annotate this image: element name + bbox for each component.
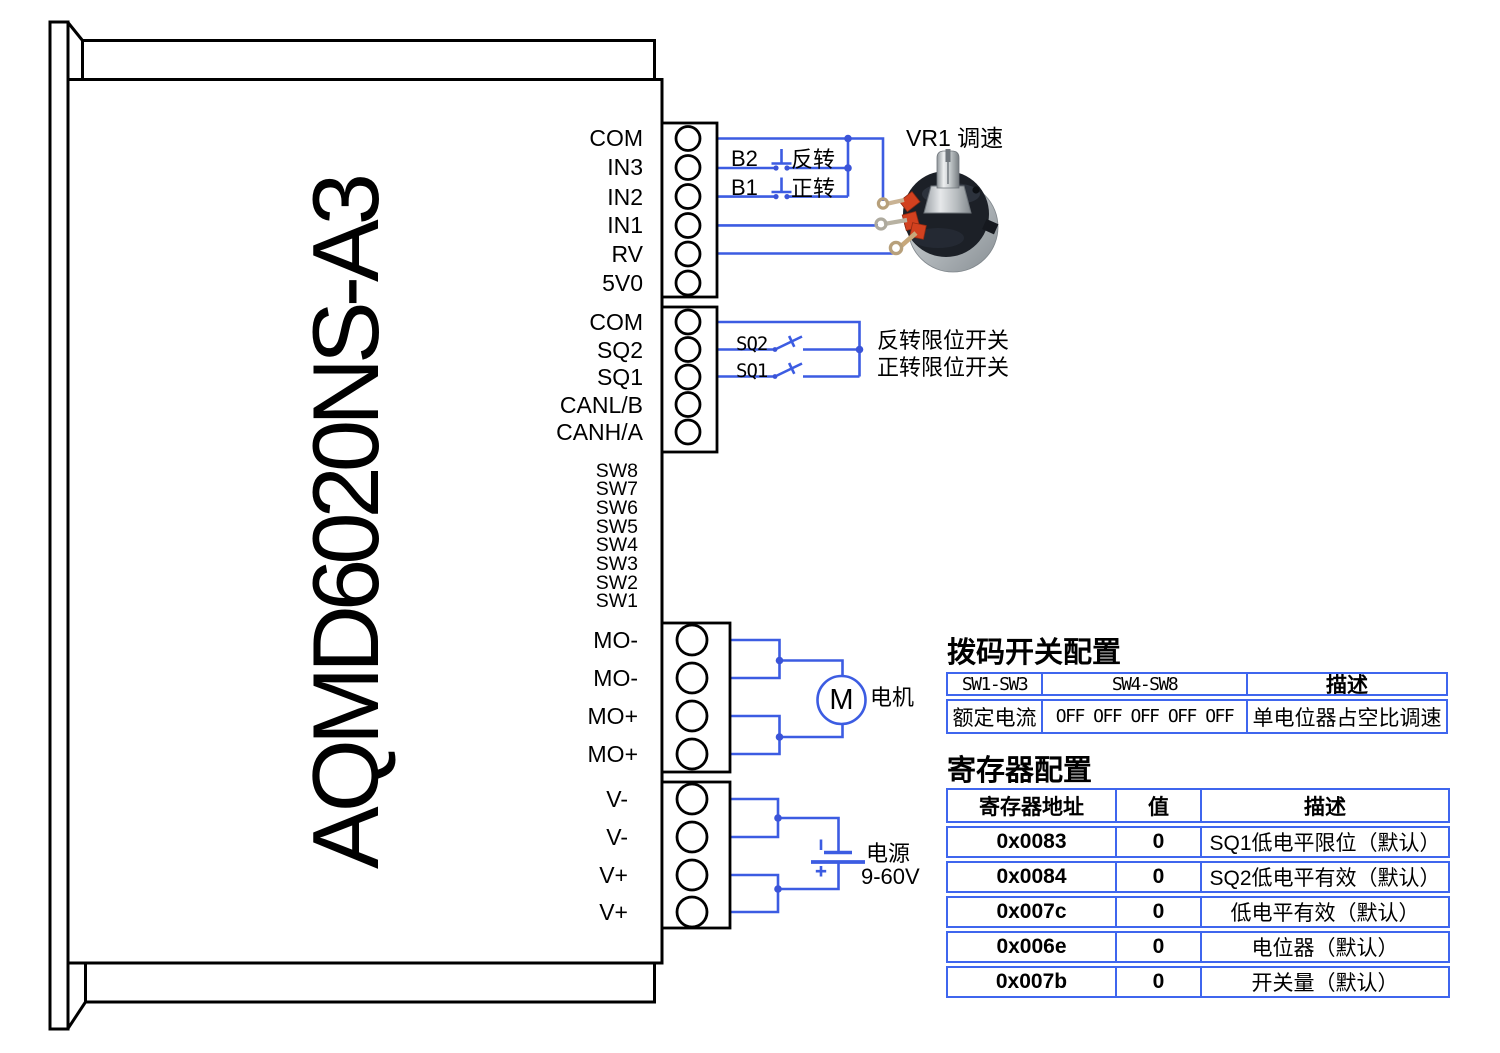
power-range-label: 9-60V xyxy=(861,864,920,889)
table-header-cell: SW1-SW3 xyxy=(948,674,1043,694)
pin-label-com2: COM xyxy=(589,309,643,335)
pin-label-sw3: SW3 xyxy=(595,553,638,576)
pin-label-mo-plus-2: MO+ xyxy=(587,741,638,767)
button-b1-label: B1 xyxy=(731,174,758,200)
table-cell: SQ1低电平限位（默认） xyxy=(1209,832,1441,855)
device-body xyxy=(66,78,664,965)
motor-symbol: M xyxy=(829,684,854,716)
battery-plus-icon xyxy=(815,866,827,877)
pin-label-mo-minus-2: MO- xyxy=(593,665,638,691)
pin-label-mo-plus-1: MO+ xyxy=(587,703,638,729)
table-row: 0x007c 0 低电平有效（默认） xyxy=(946,896,1450,928)
table-header-cell: 描述 xyxy=(1326,674,1368,694)
pin-label-sw1: SW1 xyxy=(595,590,638,613)
table-cell: 低电平有效（默认） xyxy=(1230,902,1420,925)
pin-label-sq2: SQ2 xyxy=(596,336,643,363)
reverse-limit-label: 反转限位开关 xyxy=(877,328,1010,353)
dip-switch-pin-labels: SW8 SW7 SW6 SW5 SW4 SW3 SW2 SW1 xyxy=(595,459,638,613)
switch-sq2-label: SQ2 xyxy=(736,333,768,355)
pin-label-sw4: SW4 xyxy=(595,534,638,557)
pin-label-sw2: SW2 xyxy=(595,571,638,594)
pin-label-sw6: SW6 xyxy=(595,496,638,519)
limit-switch-sq2-icon xyxy=(774,335,803,351)
pin-label-in1: IN1 xyxy=(607,212,643,239)
table-row: 0x006e 0 电位器（默认） xyxy=(946,931,1450,963)
pin-label-sq1: SQ1 xyxy=(596,364,643,390)
dip-table-title: 拨码开关配置 xyxy=(947,637,1122,669)
forward-label: 正转 xyxy=(791,175,836,201)
table-header-cell: SW4-SW8 xyxy=(1043,674,1248,694)
pin-label-canlb: CANL/B xyxy=(559,391,643,418)
device-outline xyxy=(48,20,664,1031)
pushbutton-b1-icon xyxy=(771,177,792,194)
limit-switch-sq1-icon xyxy=(774,362,803,378)
pin-label-mo-minus-1: MO- xyxy=(593,627,638,653)
pin-label-canha: CANH/A xyxy=(556,419,643,445)
table-row: 0x0084 0 SQ2低电平有效（默认） xyxy=(946,861,1450,893)
pin-label-5v0: 5V0 xyxy=(602,270,643,296)
table-cell: 0 xyxy=(1117,933,1202,961)
pin-label-in2: IN2 xyxy=(607,183,643,210)
table-cell: 电位器（默认） xyxy=(1251,937,1399,960)
device-bottom-flange xyxy=(84,961,656,1004)
pin-label-sw7: SW7 xyxy=(595,478,638,501)
device-top-flange xyxy=(81,39,656,81)
pin-label-rv: RV xyxy=(611,241,643,267)
table-cell: 0x0084 xyxy=(948,863,1117,891)
table-cell: OFF OFF OFF OFF OFF xyxy=(1043,701,1248,732)
table-cell: 0x007b xyxy=(948,968,1117,996)
register-table-title: 寄存器配置 xyxy=(947,755,1093,787)
potentiometer-photo xyxy=(874,149,999,273)
pin-label-v-plus-1: V+ xyxy=(599,862,628,888)
table-row: 0x0083 0 SQ1低电平限位（默认） xyxy=(946,826,1450,858)
table-cell: SQ2低电平有效（默认） xyxy=(1209,867,1441,890)
table-cell: 0x0083 xyxy=(948,828,1117,856)
pin-label-v-plus-2: V+ xyxy=(599,899,628,925)
table-header-row: SW1-SW3 SW4-SW8 描述 xyxy=(946,672,1448,696)
wires xyxy=(717,137,893,914)
table-cell: 单电位器占空比调速 xyxy=(1252,706,1442,730)
table-cell: 额定电流 xyxy=(948,701,1043,732)
motor-icon xyxy=(816,674,867,726)
table-header-row: 寄存器地址 值 描述 xyxy=(946,788,1450,823)
pin-label-v-minus-2: V- xyxy=(606,824,628,850)
power-supply-label: 电源 xyxy=(866,841,911,866)
table-cell: 0x006e xyxy=(948,933,1117,961)
pin-label-com1: COM xyxy=(589,125,643,151)
table-header-cell: 寄存器地址 xyxy=(948,790,1117,821)
table-row: 额定电流 OFF OFF OFF OFF OFF 单电位器占空比调速 xyxy=(946,699,1448,734)
junction-dots xyxy=(772,134,864,893)
motor-label: 电机 xyxy=(870,685,915,710)
table-cell: 0 xyxy=(1117,898,1202,926)
switch-sq1-label: SQ1 xyxy=(736,359,768,382)
table-cell: 0 xyxy=(1117,968,1202,996)
flange-chamfer-bottom xyxy=(66,1001,87,1030)
table-header-cell: 描述 xyxy=(1304,795,1346,819)
table-row: 0x007b 0 开关量（默认） xyxy=(946,966,1450,998)
pin-label-v-minus-1: V- xyxy=(606,786,628,812)
terminal-block-1 xyxy=(660,121,719,299)
flange-chamfer-top xyxy=(66,21,84,42)
dip-switch-table: SW1-SW3 SW4-SW8 描述 额定电流 OFF OFF OFF OFF … xyxy=(946,672,1448,737)
pin-label-sw8: SW8 xyxy=(595,459,638,482)
terminal-blocks xyxy=(660,121,732,930)
table-cell: 开关量（默认） xyxy=(1251,972,1399,995)
button-b2-label: B2 xyxy=(731,146,758,171)
pin-label-in3: IN3 xyxy=(607,154,643,180)
battery-icon xyxy=(811,839,865,877)
reverse-label: 反转 xyxy=(791,147,836,172)
device-mounting-bar xyxy=(48,20,70,1031)
pushbutton-b2-icon xyxy=(771,149,792,165)
pin-label-sw5: SW5 xyxy=(595,515,638,538)
table-header-cell: 值 xyxy=(1117,790,1202,821)
device-title: AQMD6020NS-A3 xyxy=(293,179,398,869)
vr1-speed-label: VR1 调速 xyxy=(906,125,1004,151)
table-cell: 0x007c xyxy=(948,898,1117,926)
table-cell: 0 xyxy=(1117,828,1202,856)
table-cell: 0 xyxy=(1117,863,1202,891)
register-table: 寄存器地址 值 描述 0x0083 0 SQ1低电平限位（默认） 0x0084 … xyxy=(946,788,1450,1001)
forward-limit-label: 正转限位开关 xyxy=(877,354,1010,380)
